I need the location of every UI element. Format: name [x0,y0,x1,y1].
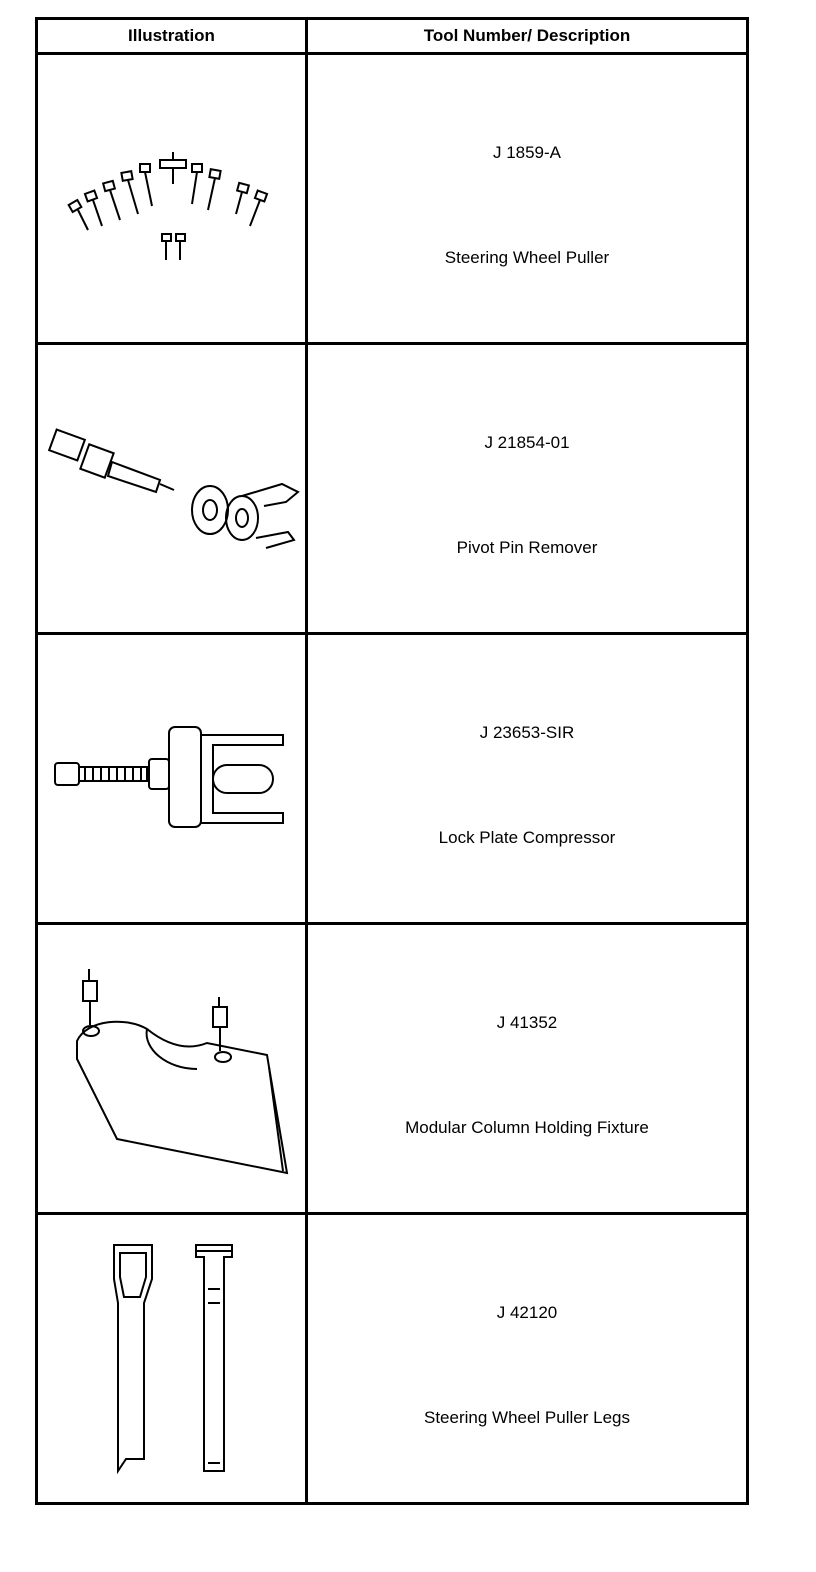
tools-table: Illustration Tool Number/ Description [35,17,749,1505]
column-holding-fixture-icon [75,968,288,1174]
tool-cell: J 1859-A Steering Wheel Puller [305,52,749,345]
tool-cell: J 21854-01 Pivot Pin Remover [305,342,749,635]
header-illustration: Illustration [35,17,308,55]
tool-cell: J 23653-SIR Lock Plate Compressor [305,632,749,925]
tool-description: Modular Column Holding Fixture [405,1118,649,1137]
table-header-row: Illustration Tool Number/ Description [35,17,749,55]
steering-wheel-puller-icon [66,151,268,260]
illustration-cell [35,632,308,925]
puller-legs-icon [112,1243,233,1474]
header-tool-description: Tool Number/ Description [305,17,749,55]
tool-number: J 42120 [496,1303,558,1322]
table-row: J 23653-SIR Lock Plate Compressor [35,632,749,925]
tool-cell: J 41352 Modular Column Holding Fixture [305,922,749,1215]
illustration-cell [35,342,308,635]
table-row: J 42120 Steering Wheel Puller Legs [35,1212,749,1505]
tool-description: Pivot Pin Remover [456,538,598,557]
tool-description: Lock Plate Compressor [438,828,616,847]
tool-number: J 23653-SIR [479,723,575,742]
table-row: J 21854-01 Pivot Pin Remover [35,342,749,635]
table-row: J 1859-A Steering Wheel Puller [35,52,749,345]
illustration-cell [35,52,308,345]
tool-number: J 1859-A [492,143,562,162]
table-row: J 41352 Modular Column Holding Fixture [35,922,749,1215]
tool-description: Steering Wheel Puller Legs [423,1408,630,1427]
illustration-cell [35,922,308,1215]
tool-cell: J 42120 Steering Wheel Puller Legs [305,1212,749,1505]
illustration-cell [35,1212,308,1505]
tool-number: J 21854-01 [484,433,570,452]
tool-number: J 41352 [496,1013,558,1032]
pivot-pin-remover-icon [47,427,300,549]
tool-description: Steering Wheel Puller [444,248,610,267]
lock-plate-compressor-icon [53,725,284,828]
